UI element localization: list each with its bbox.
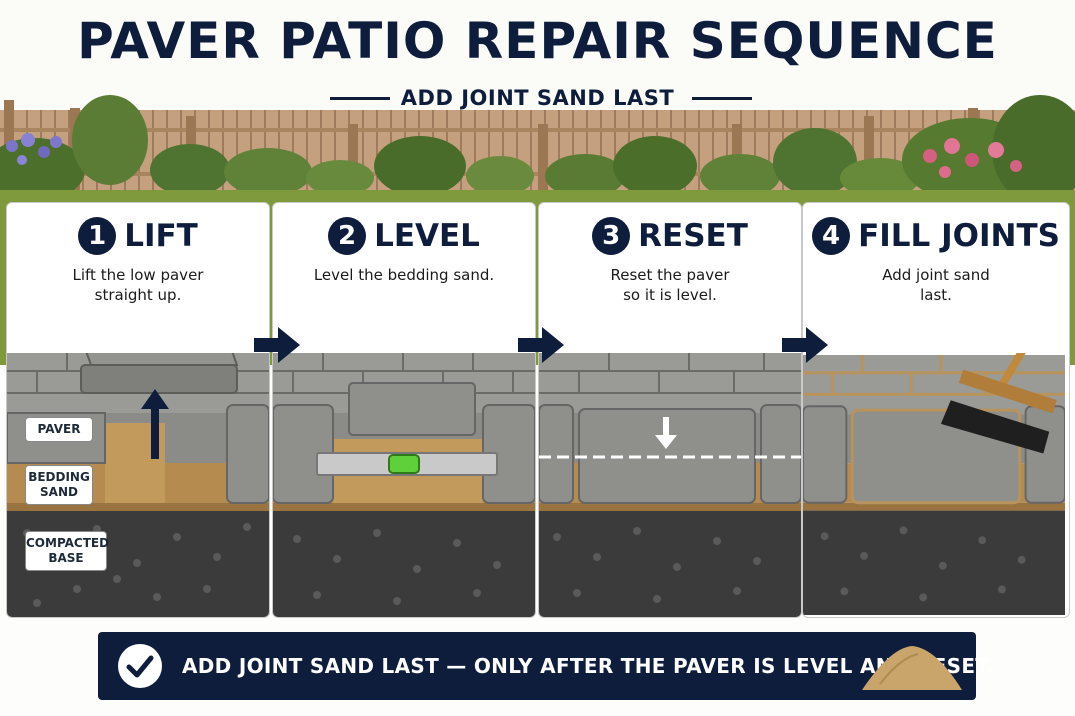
step-number-badge: 2 bbox=[328, 217, 367, 255]
step-number-badge: 4 bbox=[812, 217, 851, 255]
tip-banner: ADD JOINT SAND LAST — ONLY AFTER THE PAV… bbox=[98, 632, 994, 700]
page-title: PAVER PATIO REPAIR SEQUENCE bbox=[77, 12, 998, 70]
label-line: BEDDING bbox=[28, 470, 90, 484]
step-description-line: Add joint sand bbox=[882, 266, 990, 284]
step-number-badge: 1 bbox=[78, 217, 117, 255]
step-number-badge: 3 bbox=[592, 217, 631, 255]
label-line: COMPACTED bbox=[26, 536, 110, 550]
label-line: SAND bbox=[40, 485, 78, 499]
step-description-line: straight up. bbox=[94, 286, 182, 304]
compacted-base-layer-label: COMPACTED BASE bbox=[25, 531, 110, 571]
step-description-line: Lift the low paver bbox=[72, 266, 204, 284]
page-subtitle: ADD JOINT SAND LAST bbox=[400, 86, 675, 110]
subtitle-rule-left bbox=[330, 97, 390, 100]
step-description-line: so it is level. bbox=[623, 286, 717, 304]
sand-pile-icon bbox=[862, 646, 962, 690]
subtitle-rule-right bbox=[692, 97, 752, 100]
step-title: LEVEL bbox=[374, 218, 480, 254]
step-title: FILL JOINTS bbox=[858, 218, 1060, 254]
step-title: RESET bbox=[638, 218, 748, 254]
right-arrow-icon bbox=[518, 327, 564, 363]
level-scene bbox=[273, 353, 535, 617]
step-description: Reset the paver so it is level. bbox=[539, 265, 801, 305]
step-title: LIFT bbox=[124, 218, 198, 254]
step-description: Lift the low paver straight up. bbox=[7, 265, 269, 305]
step-description: Level the bedding sand. bbox=[273, 265, 535, 285]
check-icon bbox=[118, 644, 162, 688]
fill-joints-scene bbox=[803, 353, 1065, 616]
reset-scene bbox=[539, 353, 801, 617]
step-description-line: Reset the paver bbox=[610, 266, 730, 284]
step-description-line: Level the bedding sand. bbox=[313, 266, 495, 284]
step-description: Add joint sand last. bbox=[803, 265, 1069, 305]
label-line: BASE bbox=[48, 551, 84, 565]
broom-icon bbox=[940, 353, 1057, 454]
paver-layer-label: PAVER bbox=[25, 417, 93, 442]
backyard-illustration bbox=[0, 95, 1075, 205]
step-description-line: last. bbox=[920, 286, 952, 304]
bedding-sand-layer-label: BEDDING SAND bbox=[25, 465, 93, 505]
tip-text: ADD JOINT SAND LAST — ONLY AFTER THE PAV… bbox=[182, 654, 995, 678]
right-arrow-icon bbox=[782, 327, 828, 363]
right-arrow-icon bbox=[254, 327, 300, 363]
